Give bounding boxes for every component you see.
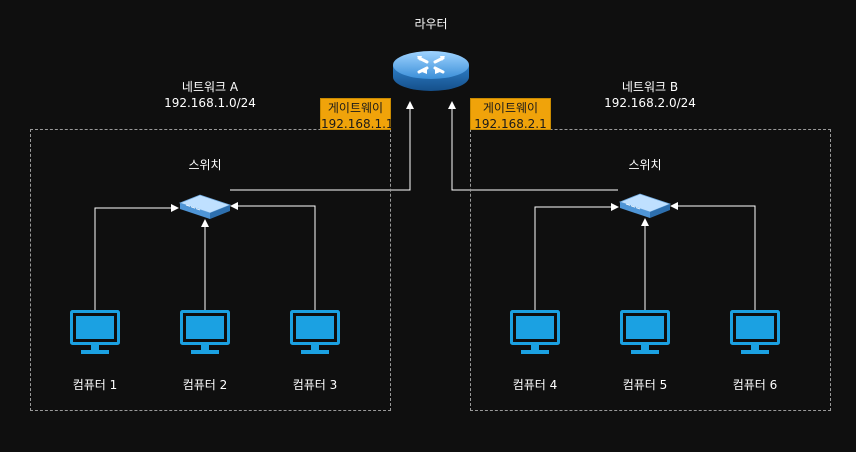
- monitor-icon: [620, 310, 670, 354]
- computer-4-label: 컴퓨터 4: [512, 378, 558, 392]
- monitor-icon: [730, 310, 780, 354]
- computer-2-label: 컴퓨터 2: [182, 378, 228, 392]
- link-switch-a-router: [230, 101, 414, 191]
- router-label: 라우터: [414, 17, 448, 31]
- monitor-icon: [290, 310, 340, 354]
- switch-icon: [618, 193, 672, 218]
- computer-3-label: 컴퓨터 3: [292, 378, 338, 392]
- network-a-subnet: 192.168.1.0/24: [164, 96, 256, 110]
- link-switch-b-router: [448, 101, 618, 191]
- computer-5-label: 컴퓨터 5: [622, 378, 668, 392]
- monitor-icon: [180, 310, 230, 354]
- router-icon: [393, 51, 469, 91]
- network-b-name: 네트워크 B: [621, 80, 679, 94]
- gateway-b-label: 게이트웨이: [482, 101, 539, 115]
- network-a-name: 네트워크 A: [181, 80, 239, 94]
- link-computer4-switch-b: [534, 203, 619, 310]
- network-b-subnet: 192.168.2.0/24: [604, 96, 696, 110]
- computer-1-label: 컴퓨터 1: [72, 378, 118, 392]
- monitor-icon: [510, 310, 560, 354]
- gateway-a-label: 게이트웨이: [327, 101, 384, 115]
- link-computer6-switch-b: [670, 202, 756, 310]
- switch-icon: [178, 194, 232, 219]
- gateway-a-badge: 게이트웨이 192.168.1.1: [320, 98, 394, 131]
- switch-b-label: 스위치: [628, 158, 662, 172]
- link-computer3-switch-a: [230, 202, 316, 310]
- switch-a-label: 스위치: [188, 158, 222, 172]
- computer-6-label: 컴퓨터 6: [732, 378, 778, 392]
- gateway-a-ip: 192.168.1.1: [321, 117, 394, 131]
- gateway-b-badge: 게이트웨이 192.168.2.1: [470, 98, 551, 131]
- monitor-icon: [70, 310, 120, 354]
- network-a-boundary: [30, 129, 391, 411]
- network-b-boundary: [470, 129, 831, 411]
- link-computer1-switch-a: [94, 204, 179, 310]
- gateway-b-ip: 192.168.2.1: [474, 117, 547, 131]
